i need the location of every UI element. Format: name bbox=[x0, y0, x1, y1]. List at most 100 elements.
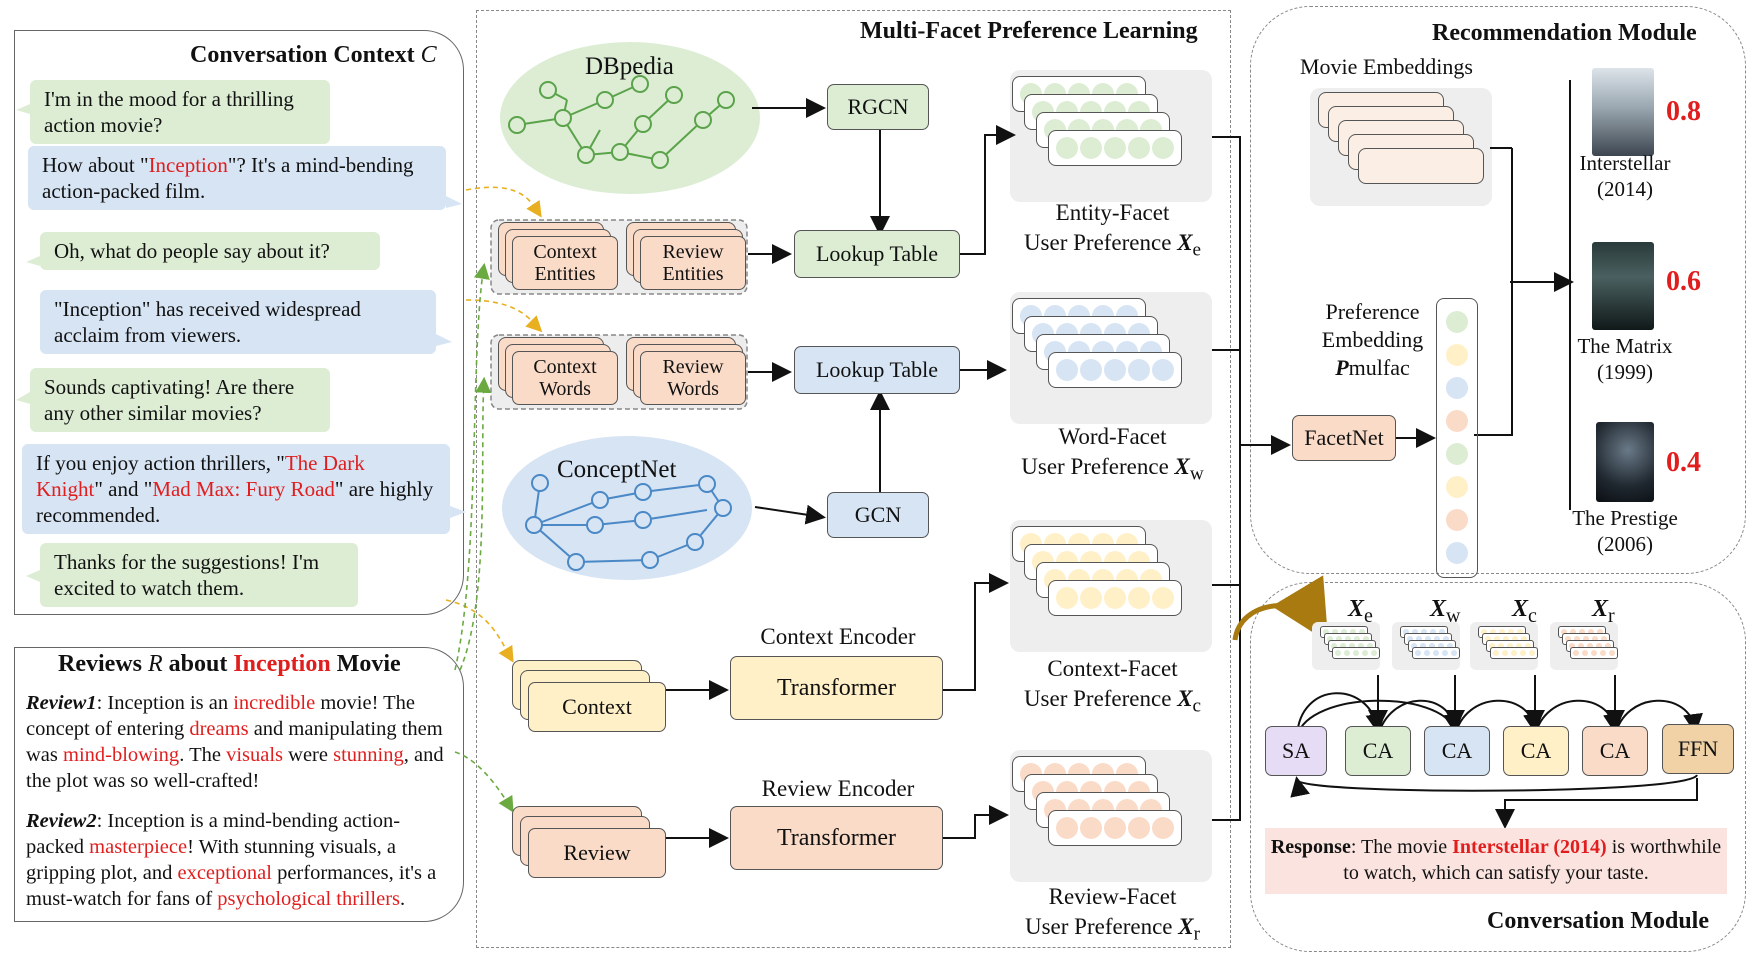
mini-embedding-dot bbox=[1424, 636, 1431, 642]
sa-block: SA bbox=[1265, 726, 1327, 776]
movie-prestige: The Prestige(2006) bbox=[1572, 506, 1678, 556]
mini-embedding-dot bbox=[1414, 650, 1421, 656]
mini-embedding-dot bbox=[1498, 629, 1505, 635]
chat-message-user: Thanks for the suggestions! I'm excited … bbox=[40, 543, 358, 607]
review-segment: psychological thrillers bbox=[217, 888, 401, 910]
mini-embedding-dot bbox=[1569, 629, 1576, 635]
mini-embedding-dot bbox=[1326, 636, 1333, 642]
facet-embedding-card bbox=[1048, 130, 1182, 166]
mini-embedding-dot bbox=[1493, 636, 1500, 642]
review-entities-node: Review Entities bbox=[640, 236, 746, 290]
mini-embedding-dot bbox=[1359, 629, 1366, 635]
preference-dot bbox=[1446, 311, 1468, 333]
review-segment: ! With stunning visuals, a gripping plot… bbox=[26, 836, 396, 884]
mini-embedding-dot bbox=[1601, 636, 1608, 642]
mini-embedding-dot bbox=[1411, 629, 1418, 635]
mini-embedding-dot bbox=[1410, 643, 1417, 649]
mini-embedding-dot bbox=[1438, 643, 1445, 649]
mini-embedding-dot bbox=[1605, 643, 1612, 649]
response-text: Response: The movie Interstellar (2014) … bbox=[1265, 828, 1727, 894]
mini-embedding-dot bbox=[1350, 629, 1357, 635]
mini-embedding-dot bbox=[1564, 636, 1571, 642]
review-segment: visuals bbox=[226, 744, 284, 766]
review-segment: mind-blowing bbox=[63, 744, 180, 766]
mini-embedding-dot bbox=[1609, 650, 1616, 656]
mini-embedding-dot bbox=[1506, 643, 1513, 649]
embedding-dot bbox=[1080, 587, 1102, 609]
mini-embedding-dot bbox=[1419, 643, 1426, 649]
mini-facet-card bbox=[1490, 647, 1538, 659]
review-words-node: Review Words bbox=[640, 351, 746, 405]
mini-embedding-dot bbox=[1367, 643, 1374, 649]
mini-embedding-dot bbox=[1340, 629, 1347, 635]
review-segment: : Inception is a mind-bending action-pac… bbox=[26, 810, 401, 858]
embedding-dot bbox=[1152, 137, 1174, 159]
mini-embedding-dot bbox=[1423, 650, 1430, 656]
embedding-dot bbox=[1056, 817, 1078, 839]
embedding-dot bbox=[1080, 817, 1102, 839]
embedding-dot bbox=[1104, 137, 1126, 159]
mini-embedding-dot bbox=[1560, 629, 1567, 635]
mini-embedding-dot bbox=[1344, 636, 1351, 642]
chat-message-system: "Inception" has received widespread accl… bbox=[40, 290, 436, 354]
mini-embedding-dot bbox=[1501, 650, 1508, 656]
context-words-node: Context Words bbox=[512, 351, 618, 405]
mini-embedding-dot bbox=[1439, 629, 1446, 635]
mini-embedding-dot bbox=[1432, 650, 1439, 656]
conversation-context-panel bbox=[14, 30, 464, 615]
review-segment: masterpiece bbox=[89, 836, 188, 858]
mini-facet-card bbox=[1570, 647, 1618, 659]
matrix-poster-icon bbox=[1592, 242, 1654, 330]
mini-embedding-dot bbox=[1331, 629, 1338, 635]
review-segment: were bbox=[283, 744, 334, 766]
review-segment: movie! The concept of entering bbox=[26, 692, 416, 740]
mini-embedding-dot bbox=[1406, 636, 1413, 642]
mini-embedding-dot bbox=[1434, 636, 1441, 642]
recommendation-module-title: Recommendation Module bbox=[1432, 20, 1697, 46]
review-2: Review2: Inception is a mind-bending act… bbox=[26, 810, 437, 910]
mini-embedding-dot bbox=[1520, 650, 1527, 656]
mini-embedding-dot bbox=[1428, 643, 1435, 649]
chat-message-system: How about "Inception"? It's a mind-bendi… bbox=[28, 146, 446, 210]
context-encoder-label: Context Encoder bbox=[760, 624, 916, 649]
recommendation-module-panel bbox=[1250, 6, 1746, 574]
interstellar-poster-icon bbox=[1592, 68, 1654, 156]
embedding-dot bbox=[1056, 359, 1078, 381]
mini-embedding-dot bbox=[1578, 629, 1585, 635]
chat-message-system: If you enjoy action thrillers, "The Dark… bbox=[22, 444, 450, 534]
facet-embedding-card bbox=[1048, 810, 1182, 846]
mini-embedding-dot bbox=[1581, 650, 1588, 656]
embedding-dot bbox=[1152, 359, 1174, 381]
mini-embedding-dot bbox=[1362, 650, 1369, 656]
chat-message-user: Sounds captivating! Are there any other … bbox=[30, 368, 330, 432]
mini-embedding-dot bbox=[1402, 629, 1409, 635]
xe-label: Xe bbox=[1348, 596, 1373, 627]
context-node: Context bbox=[528, 682, 666, 732]
multi-facet-preference-learning-panel bbox=[476, 10, 1231, 948]
movie-embeddings-label: Movie Embeddings bbox=[1300, 54, 1473, 79]
mini-embedding-dot bbox=[1443, 636, 1450, 642]
review-segment: and manipulating them was bbox=[26, 718, 443, 766]
conversation-module-panel bbox=[1250, 582, 1746, 952]
mini-embedding-dot bbox=[1596, 643, 1603, 649]
preference-dot bbox=[1446, 542, 1468, 564]
mini-embedding-dot bbox=[1352, 650, 1359, 656]
mini-embedding-dot bbox=[1582, 636, 1589, 642]
facet-embedding-card bbox=[1048, 352, 1182, 388]
review-node: Review bbox=[528, 828, 666, 878]
transformer-review: Transformer bbox=[730, 806, 943, 870]
mini-embedding-dot bbox=[1572, 650, 1579, 656]
embedding-dot bbox=[1104, 817, 1126, 839]
prestige-poster-icon bbox=[1596, 422, 1654, 502]
mini-embedding-dot bbox=[1489, 629, 1496, 635]
lookup-table-words: Lookup Table bbox=[794, 346, 960, 394]
mini-embedding-dot bbox=[1488, 643, 1495, 649]
mini-embedding-dot bbox=[1415, 636, 1422, 642]
review-segment: : Inception is an bbox=[96, 692, 234, 714]
facet-embedding-card bbox=[1048, 580, 1182, 616]
ca-block-review: CA bbox=[1582, 726, 1648, 776]
score-prestige: 0.4 bbox=[1666, 447, 1701, 478]
mini-embedding-dot bbox=[1521, 636, 1528, 642]
